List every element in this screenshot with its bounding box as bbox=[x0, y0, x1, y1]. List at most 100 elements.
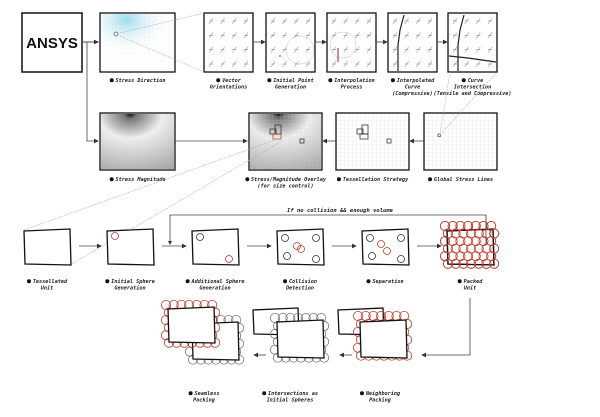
sphere bbox=[283, 252, 291, 260]
sphere bbox=[225, 255, 233, 263]
label-line: Packed bbox=[464, 279, 484, 285]
sphere bbox=[397, 255, 405, 263]
label-line: Separation bbox=[372, 279, 403, 285]
sphere bbox=[281, 234, 289, 242]
zoom-guide-line bbox=[119, 12, 205, 34]
label-line: Collision bbox=[289, 279, 317, 285]
label-line: (Tensile and Compressive) bbox=[433, 91, 511, 97]
stress-line-grid bbox=[337, 114, 408, 169]
label-line: Initial Spheres bbox=[267, 398, 314, 404]
sphere bbox=[366, 234, 374, 242]
packed-sphere bbox=[473, 258, 484, 269]
label-line: Intersections as bbox=[268, 391, 318, 397]
ansys-box bbox=[21, 12, 83, 73]
packed-sphere bbox=[450, 258, 461, 269]
packed-sphere bbox=[458, 258, 469, 269]
tessellation-cell bbox=[272, 133, 282, 140]
label-line: Additional Sphere bbox=[190, 279, 244, 285]
stress-line-grid bbox=[425, 114, 496, 169]
sphere bbox=[397, 234, 405, 242]
tessellation-cell bbox=[299, 138, 305, 144]
loop-back-arrow bbox=[169, 214, 487, 245]
step-bullet-icon bbox=[109, 177, 114, 182]
label-line: Orientations bbox=[210, 85, 247, 91]
stress-magnitude-field bbox=[101, 114, 174, 169]
loop-condition-label: If no collision && enough volume bbox=[287, 208, 394, 214]
label-line: Stress Direction bbox=[116, 78, 166, 84]
seamless-upper-panel bbox=[167, 306, 216, 344]
loop-arrowhead bbox=[168, 241, 172, 245]
label-line: Interpolation bbox=[334, 78, 375, 84]
step-bullet-icon bbox=[267, 78, 272, 83]
label-line: Global Stress Lines bbox=[434, 177, 493, 183]
step-bullet-icon bbox=[188, 391, 193, 396]
tessellation-strategy-label: Tessellation Strategy bbox=[336, 177, 409, 183]
label-line: Neighboring bbox=[365, 391, 401, 397]
grid-overlay bbox=[101, 14, 174, 71]
compressive-curve bbox=[397, 14, 405, 71]
label-line: Stress/Magnitude Overlay bbox=[251, 177, 327, 183]
initial-point bbox=[279, 55, 281, 57]
compressive-curve bbox=[457, 14, 465, 71]
step-bullet-icon bbox=[461, 78, 466, 83]
step-bullet-icon bbox=[109, 78, 114, 83]
neighboring-packing-panel bbox=[359, 319, 408, 359]
step-bullet-icon bbox=[216, 78, 221, 83]
label-line: Unit bbox=[41, 286, 54, 292]
label-line: Packing bbox=[369, 398, 392, 404]
packed-sphere bbox=[442, 258, 453, 269]
label-line: Curve bbox=[405, 85, 421, 91]
step-bullet-icon bbox=[245, 177, 250, 182]
tessellation-cell bbox=[386, 138, 392, 144]
zoom-region-marker bbox=[437, 133, 441, 137]
label-line: Generation bbox=[275, 85, 306, 91]
label-line: (Compressive) bbox=[392, 91, 433, 97]
stress-line-grid bbox=[250, 114, 321, 169]
sphere bbox=[111, 232, 119, 240]
sphere bbox=[297, 245, 305, 253]
step-bullet-icon bbox=[328, 78, 333, 83]
label-line: Interpolated bbox=[397, 78, 435, 84]
label-line: Generation bbox=[114, 286, 145, 292]
step-bullet-icon bbox=[359, 391, 364, 396]
step-bullet-icon bbox=[428, 177, 433, 182]
step-bullet-icon bbox=[336, 177, 341, 182]
label-line: Curve bbox=[468, 78, 484, 84]
label-line: Generation bbox=[199, 286, 230, 292]
arrow-ansys-to-magnitude bbox=[86, 42, 99, 144]
sphere bbox=[312, 234, 320, 242]
step-bullet-icon bbox=[105, 279, 110, 284]
step-bullet-icon bbox=[283, 279, 288, 284]
label-line: Tessellated bbox=[33, 279, 68, 285]
step-bullet-icon bbox=[366, 279, 371, 284]
label-line: Intersection bbox=[454, 85, 491, 91]
tessellation-cell bbox=[359, 133, 369, 140]
sphere bbox=[196, 233, 204, 241]
global-stress-lines-label: Global Stress Lines bbox=[428, 177, 493, 183]
sphere bbox=[377, 240, 385, 248]
step-bullet-icon bbox=[390, 78, 395, 83]
label-line: Initial Sphere bbox=[111, 279, 155, 285]
label-line: (for size control) bbox=[257, 184, 313, 190]
initial-sphere-generation-panel bbox=[106, 228, 155, 266]
step-bullet-icon bbox=[262, 391, 267, 396]
ansys-logo-text: ANSYS bbox=[26, 35, 78, 52]
step-bullet-icon bbox=[457, 279, 462, 284]
separation-label: Separation bbox=[366, 279, 404, 285]
sphere bbox=[368, 252, 376, 260]
intersections-panel bbox=[276, 319, 325, 359]
zoom-guide-line bbox=[23, 139, 276, 231]
sphere bbox=[383, 247, 391, 255]
